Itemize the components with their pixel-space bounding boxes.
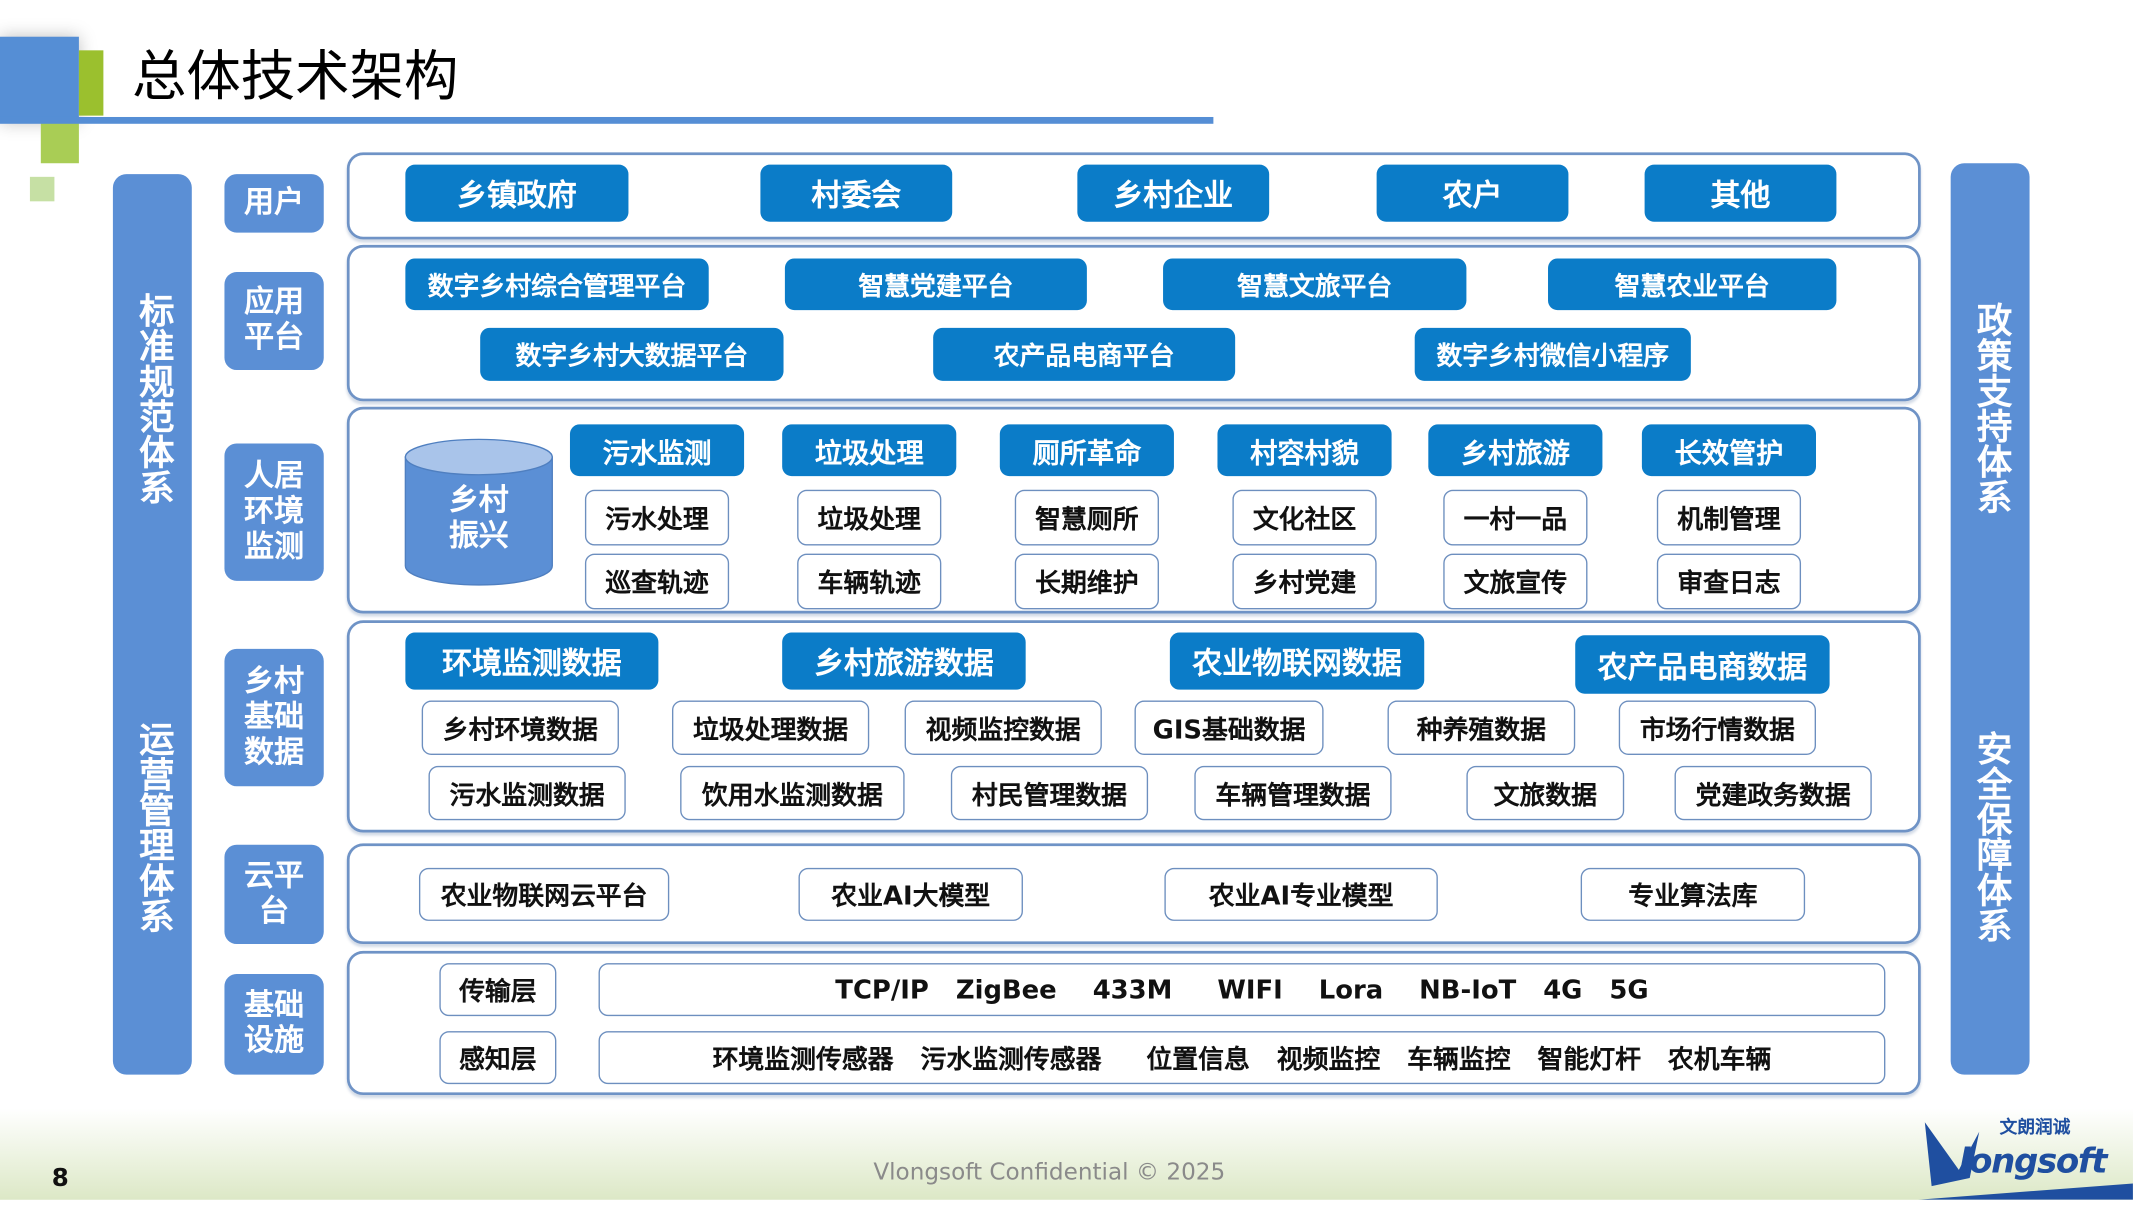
app-platform-button[interactable]: 智慧农业平台 bbox=[1548, 258, 1837, 311]
data-item[interactable]: GIS基础数据 bbox=[1134, 700, 1324, 755]
side-label-policy: 政策支持体系 bbox=[1970, 301, 2012, 515]
env-item[interactable]: 车辆轨迹 bbox=[797, 553, 942, 610]
env-header[interactable]: 厕所革命 bbox=[999, 424, 1174, 477]
data-header[interactable]: 环境监测数据 bbox=[405, 632, 659, 690]
row-label: 应用平台 bbox=[224, 272, 324, 371]
env-item[interactable]: 一村一品 bbox=[1443, 489, 1588, 546]
env-header[interactable]: 乡村旅游 bbox=[1428, 424, 1603, 477]
user-button[interactable]: 其他 bbox=[1644, 164, 1837, 222]
env-item[interactable]: 智慧厕所 bbox=[1014, 489, 1159, 546]
row-label-text: 应用平台 bbox=[244, 285, 305, 356]
left-side-column: 标准规范体系 运营管理体系 bbox=[112, 174, 192, 1075]
deco-blue-square bbox=[0, 36, 79, 123]
title-underline bbox=[0, 116, 1214, 124]
cylinder-icon bbox=[404, 438, 553, 586]
data-header[interactable]: 农产品电商数据 bbox=[1575, 635, 1830, 694]
infra-layer-values: TCP/IP ZigBee 433M WIFI Lora NB-IoT 4G 5… bbox=[598, 963, 1886, 1017]
cloud-item[interactable]: 农业AI大模型 bbox=[798, 867, 1023, 921]
deco-green-bar bbox=[78, 50, 104, 116]
logo-icon bbox=[1918, 1122, 2133, 1200]
row-label-text: 云平台 bbox=[244, 859, 305, 929]
company-logo: 文朗润诚 longsoft bbox=[1918, 1118, 2133, 1200]
data-header[interactable]: 乡村旅游数据 bbox=[782, 632, 1026, 690]
cloud-item[interactable]: 农业AI专业模型 bbox=[1164, 867, 1438, 921]
data-item[interactable]: 党建政务数据 bbox=[1674, 765, 1872, 821]
infra-layer-values: 环境监测传感器 污水监测传感器 位置信息 视频监控 车辆监控 智能灯杆 农机车辆 bbox=[598, 1031, 1886, 1085]
row-label-text: 基础设施 bbox=[244, 988, 305, 1059]
app-platform-button[interactable]: 数字乡村微信小程序 bbox=[1414, 327, 1691, 381]
data-header[interactable]: 农业物联网数据 bbox=[1169, 632, 1425, 690]
cloud-item[interactable]: 农业物联网云平台 bbox=[418, 867, 670, 921]
app-platform-button[interactable]: 智慧文旅平台 bbox=[1163, 258, 1467, 311]
user-button[interactable]: 乡村企业 bbox=[1077, 164, 1270, 222]
env-item[interactable]: 乡村党建 bbox=[1232, 553, 1377, 610]
footer-band bbox=[0, 1108, 2133, 1200]
right-side-column: 政策支持体系 安全保障体系 bbox=[1950, 163, 2030, 1075]
data-item[interactable]: 种养殖数据 bbox=[1387, 700, 1576, 755]
row-label-text: 用户 bbox=[244, 185, 305, 220]
env-header[interactable]: 污水监测 bbox=[569, 424, 745, 477]
side-label-operations: 运营管理体系 bbox=[132, 720, 174, 934]
row-label: 乡村基础数据 bbox=[224, 648, 324, 787]
data-item[interactable]: 饮用水监测数据 bbox=[680, 765, 905, 821]
row-label: 云平台 bbox=[224, 844, 324, 945]
env-item[interactable]: 长期维护 bbox=[1014, 553, 1159, 610]
row-label-text: 人居环境监测 bbox=[244, 459, 305, 564]
row-label-text: 乡村基础数据 bbox=[244, 664, 305, 770]
user-button[interactable]: 村委会 bbox=[760, 164, 953, 222]
env-item[interactable]: 污水处理 bbox=[584, 489, 730, 546]
env-item[interactable]: 机制管理 bbox=[1656, 489, 1802, 546]
env-item[interactable]: 文化社区 bbox=[1232, 489, 1377, 546]
side-label-standards: 标准规范体系 bbox=[132, 292, 174, 505]
deco-light-green-square bbox=[29, 176, 55, 202]
env-header[interactable]: 垃圾处理 bbox=[782, 424, 957, 477]
logo-en: longsoft bbox=[1958, 1141, 2108, 1181]
infra-layer-label: 感知层 bbox=[439, 1031, 557, 1085]
data-item[interactable]: 村民管理数据 bbox=[950, 765, 1149, 821]
side-label-security: 安全保障体系 bbox=[1970, 730, 2012, 943]
data-item[interactable]: 市场行情数据 bbox=[1618, 700, 1817, 755]
user-button[interactable]: 农户 bbox=[1376, 164, 1569, 222]
row-label: 基础设施 bbox=[224, 973, 324, 1075]
env-item[interactable]: 巡查轨迹 bbox=[584, 553, 730, 610]
data-item[interactable]: 视频监控数据 bbox=[904, 700, 1102, 755]
confidential-note: Vlongsoft Confidential © 2025 bbox=[873, 1158, 1226, 1187]
data-item[interactable]: 污水监测数据 bbox=[428, 765, 626, 821]
env-item[interactable]: 垃圾处理 bbox=[797, 489, 942, 546]
cylinder: 乡村振兴 bbox=[404, 438, 554, 588]
data-item[interactable]: 车辆管理数据 bbox=[1194, 765, 1392, 821]
app-platform-button[interactable]: 数字乡村综合管理平台 bbox=[405, 258, 709, 311]
row-label: 人居环境监测 bbox=[224, 443, 324, 581]
env-item[interactable]: 审查日志 bbox=[1656, 553, 1802, 610]
infra-layer-label: 传输层 bbox=[439, 963, 557, 1017]
data-item[interactable]: 乡村环境数据 bbox=[421, 700, 619, 755]
env-header[interactable]: 村容村貌 bbox=[1217, 424, 1392, 477]
page-number: 8 bbox=[51, 1164, 69, 1193]
app-platform-button[interactable]: 农产品电商平台 bbox=[933, 327, 1236, 381]
page-title: 总体技术架构 bbox=[131, 46, 459, 109]
row-label: 用户 bbox=[224, 174, 324, 233]
data-item[interactable]: 垃圾处理数据 bbox=[671, 700, 870, 755]
data-item[interactable]: 文旅数据 bbox=[1466, 765, 1625, 821]
cylinder-label: 乡村振兴 bbox=[448, 484, 509, 554]
cloud-item[interactable]: 专业算法库 bbox=[1580, 867, 1806, 921]
app-platform-button[interactable]: 智慧党建平台 bbox=[784, 258, 1087, 311]
user-button[interactable]: 乡镇政府 bbox=[405, 164, 629, 222]
logo-cn: 文朗润诚 bbox=[1999, 1118, 2071, 1139]
env-item[interactable]: 文旅宣传 bbox=[1443, 553, 1588, 610]
app-platform-button[interactable]: 数字乡村大数据平台 bbox=[480, 327, 784, 381]
deco-green-square bbox=[40, 122, 79, 164]
env-header[interactable]: 长效管护 bbox=[1641, 424, 1817, 477]
